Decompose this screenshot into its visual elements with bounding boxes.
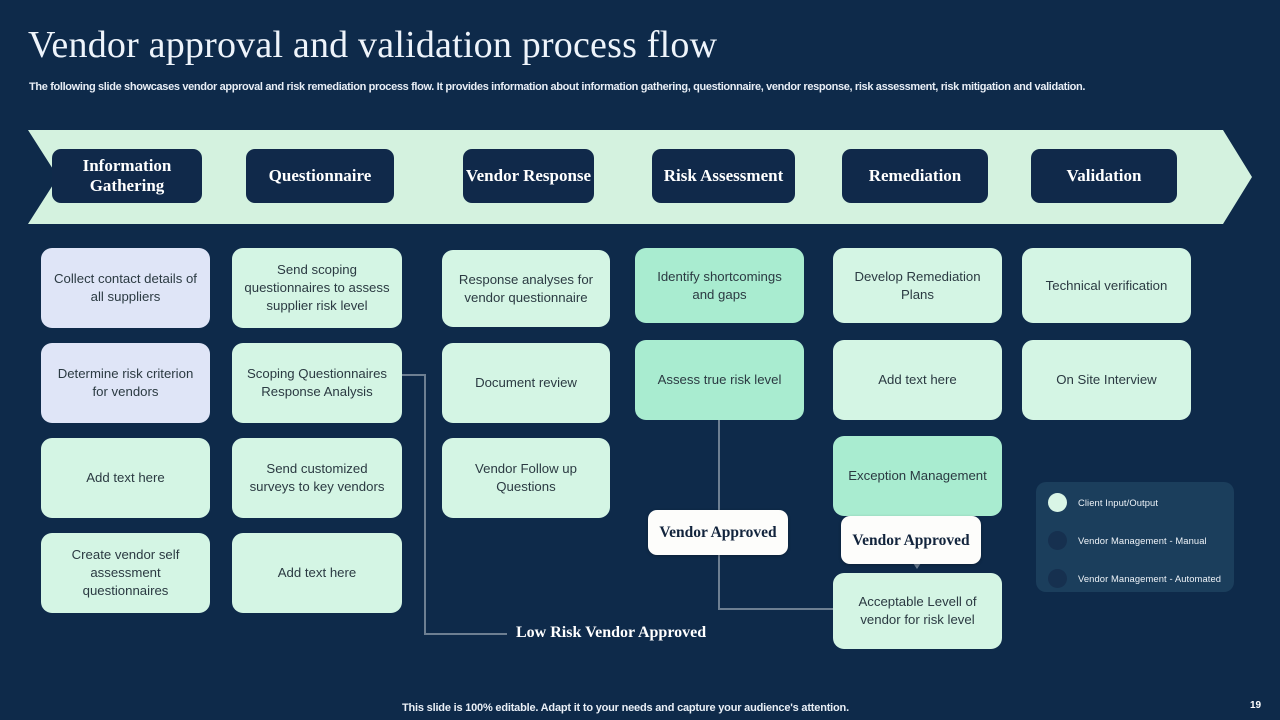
connector-risk-v-bottom — [718, 554, 720, 609]
card-exception-management[interactable]: Exception Management — [833, 436, 1002, 516]
card-identify-shortcomings[interactable]: Identify shortcomings and gaps — [635, 248, 804, 323]
legend-item-client-input-output[interactable]: Client Input/Output — [1048, 493, 1158, 512]
legend-label-vendor-management-automated: Vendor Management - Automated — [1078, 573, 1222, 584]
connector-scoping-v — [424, 374, 426, 634]
legend-dot-vendor-management-manual-icon — [1048, 531, 1067, 550]
banner-step-risk-assessment[interactable]: Risk Assessment — [652, 149, 795, 203]
page-subtitle: The following slide showcases vendor app… — [29, 81, 1086, 93]
banner-step-validation[interactable]: Validation — [1031, 149, 1177, 203]
banner-step-questionnaire[interactable]: Questionnaire — [246, 149, 394, 203]
connector-risk-to-acceptable-h — [718, 608, 833, 610]
page-title: Vendor approval and validation process f… — [28, 24, 718, 66]
page-number: 19 — [1250, 700, 1262, 711]
legend-label-client-input-output: Client Input/Output — [1078, 497, 1159, 508]
legend-dot-client-input-output-icon — [1048, 493, 1067, 512]
card-acceptable-level-of-vendor[interactable]: Acceptable Levell of vendor for risk lev… — [833, 573, 1002, 649]
card-document-review[interactable]: Document review — [442, 343, 610, 423]
card-technical-verification[interactable]: Technical verification — [1022, 248, 1191, 323]
card-assess-true-risk-level[interactable]: Assess true risk level — [635, 340, 804, 420]
decision-vendor-approved-remediation[interactable]: Vendor Approved — [841, 516, 981, 564]
card-determine-risk-criterion[interactable]: Determine risk criterion for vendors — [41, 343, 210, 423]
banner-step-vendor-response[interactable]: Vendor Response — [463, 149, 594, 203]
card-create-vendor-self-assessment[interactable]: Create vendor self assessment questionna… — [41, 533, 210, 613]
card-add-text-here-col1[interactable]: Add text here — [41, 438, 210, 518]
card-on-site-interview[interactable]: On Site Interview — [1022, 340, 1191, 420]
card-add-text-here-col5[interactable]: Add text here — [833, 340, 1002, 420]
card-send-scoping-questionnaires[interactable]: Send scoping questionnaires to assess su… — [232, 248, 402, 328]
legend-dot-vendor-management-automated-icon — [1048, 569, 1067, 588]
legend-label-vendor-management-manual: Vendor Management - Manual — [1078, 535, 1207, 546]
connector-lowrisk-h — [424, 633, 507, 635]
card-send-customized-surveys[interactable]: Send customized surveys to key vendors — [232, 438, 402, 518]
connector-scoping-h — [402, 374, 426, 376]
legend-item-vendor-management-manual[interactable]: Vendor Management - Manual — [1048, 531, 1207, 550]
label-low-risk-vendor-approved: Low Risk Vendor Approved — [516, 624, 707, 641]
legend-panel: Client Input/Output Vendor Management - … — [1036, 482, 1234, 592]
banner-step-remediation[interactable]: Remediation — [842, 149, 988, 203]
card-scoping-response-analysis[interactable]: Scoping Questionnaires Response Analysis — [232, 343, 402, 423]
decision-vendor-approved-risk[interactable]: Vendor Approved — [648, 510, 788, 555]
connector-risk-v-top — [718, 420, 720, 511]
legend-item-vendor-management-automated[interactable]: Vendor Management - Automated — [1048, 569, 1221, 588]
card-develop-remediation-plans[interactable]: Develop Remediation Plans — [833, 248, 1002, 323]
banner-step-information-gathering[interactable]: Information Gathering — [52, 149, 202, 203]
connector-arrow-to-acceptable — [913, 563, 921, 569]
card-vendor-follow-up-questions[interactable]: Vendor Follow up Questions — [442, 438, 610, 518]
card-collect-contact-details[interactable]: Collect contact details of all suppliers — [41, 248, 210, 328]
card-response-analyses[interactable]: Response analyses for vendor questionnai… — [442, 250, 610, 327]
footer-note: This slide is 100% editable. Adapt it to… — [402, 702, 849, 714]
card-add-text-here-col2[interactable]: Add text here — [232, 533, 402, 613]
